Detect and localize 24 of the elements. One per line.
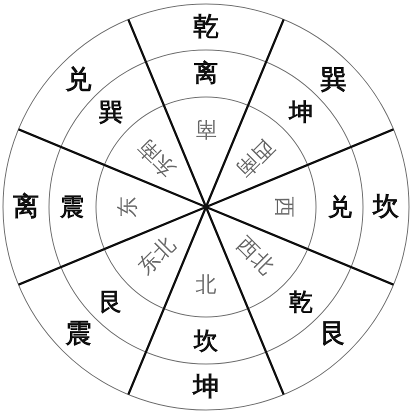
trigram-label: 坤	[193, 374, 219, 400]
direction-label: 北	[196, 274, 216, 296]
trigram-label: 坤	[288, 100, 313, 124]
direction-label: 东北	[134, 234, 179, 279]
trigram-label: 兑	[328, 195, 352, 219]
trigram-label: 巽	[320, 66, 346, 93]
trigram-label: 坎	[194, 329, 218, 353]
direction-label: 西	[274, 196, 294, 218]
trigram-label: 艮	[320, 321, 346, 348]
direction-label: 南	[196, 118, 216, 140]
trigram-label: 离	[13, 194, 39, 220]
direction-label: 西南	[233, 135, 278, 180]
trigram-label: 离	[194, 61, 218, 85]
trigram-label: 兑	[66, 66, 92, 93]
trigram-label: 震	[66, 321, 92, 348]
trigram-label: 坎	[373, 194, 399, 220]
direction-label: 东	[118, 196, 138, 218]
trigram-label: 乾	[288, 290, 313, 314]
direction-label: 东南	[134, 135, 179, 180]
trigram-label: 巽	[99, 100, 124, 124]
trigram-label: 艮	[99, 290, 124, 314]
trigram-label: 乾	[193, 14, 219, 40]
direction-label: 西北	[233, 234, 278, 279]
trigram-label: 震	[60, 195, 84, 219]
